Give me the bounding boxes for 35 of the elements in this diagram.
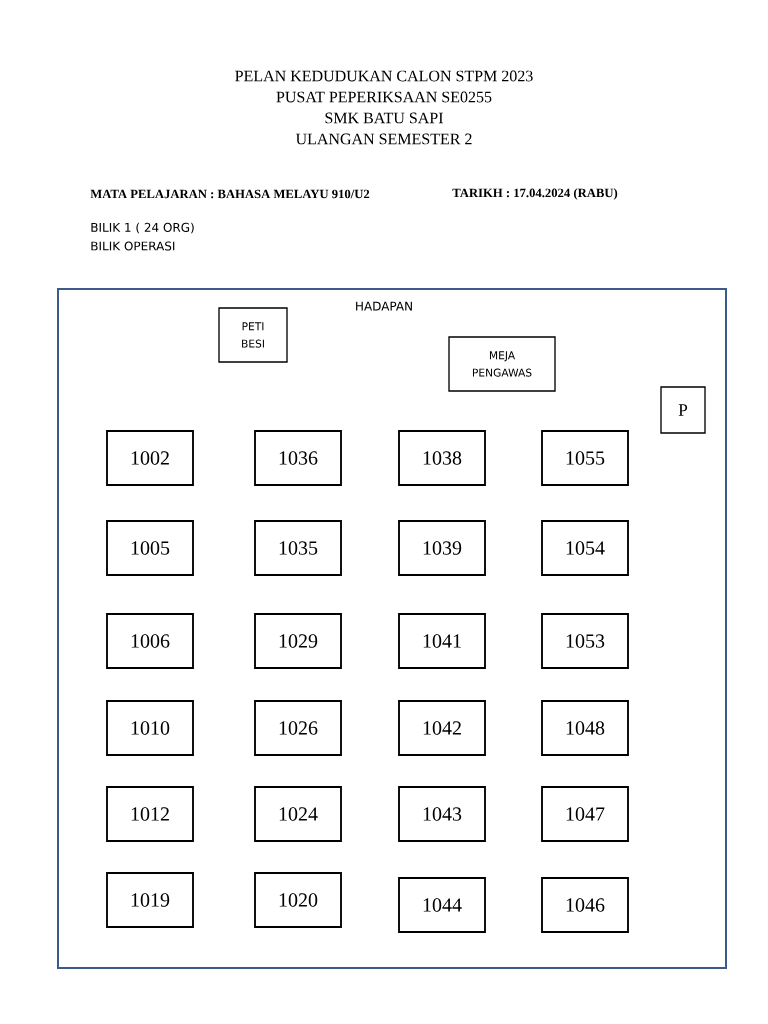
seat-box: 1036 <box>254 430 342 486</box>
seat-box: 1044 <box>398 877 486 933</box>
seat-box: 1024 <box>254 786 342 842</box>
seat-box: 1047 <box>541 786 629 842</box>
seat-box: 1006 <box>106 613 194 669</box>
seat-box: 1042 <box>398 700 486 756</box>
furniture-box: MEJA PENGAWAS <box>448 336 556 392</box>
room-info: BILIK OPERASI <box>91 241 175 251</box>
seat-box: 1048 <box>541 700 629 756</box>
header-field: MATA PELAJARAN : BAHASA MELAYU 910/U2 <box>90 189 370 199</box>
seat-box: 1038 <box>398 430 486 486</box>
seat-box: 1026 <box>254 700 342 756</box>
seat-box: 1019 <box>106 872 194 928</box>
seat-box: 1055 <box>541 430 629 486</box>
seat-box: 1029 <box>254 613 342 669</box>
seat-box: 1053 <box>541 613 629 669</box>
seat-box: 1005 <box>106 520 194 576</box>
box: P <box>660 386 706 434</box>
room-info: BILIK 1 ( 24 ORG) <box>91 222 194 234</box>
title-line: ULANGAN SEMESTER 2 <box>295 133 472 145</box>
seat-box: 1010 <box>106 700 194 756</box>
header-field: TARIKH : 17.04.2024 (RABU) <box>452 188 618 200</box>
seat-box: 1043 <box>398 786 486 842</box>
title-line: SMK BATU SAPI <box>325 112 443 124</box>
seat-box: 1039 <box>398 520 486 576</box>
seat-box: 1054 <box>541 520 629 576</box>
seat-box: 1035 <box>254 520 342 576</box>
seat-box: 1046 <box>541 877 629 933</box>
seat-box: 1020 <box>254 872 342 928</box>
seat-box: 1041 <box>398 613 486 669</box>
title: PELAN KEDUDUKAN CALON STPM 2023 <box>235 70 533 82</box>
furniture-box: PETI BESI <box>218 307 288 363</box>
seat-box: 1002 <box>106 430 194 486</box>
seat-box: 1012 <box>106 786 194 842</box>
title-line: PUSAT PEPERIKSAAN SE0255 <box>276 91 492 103</box>
